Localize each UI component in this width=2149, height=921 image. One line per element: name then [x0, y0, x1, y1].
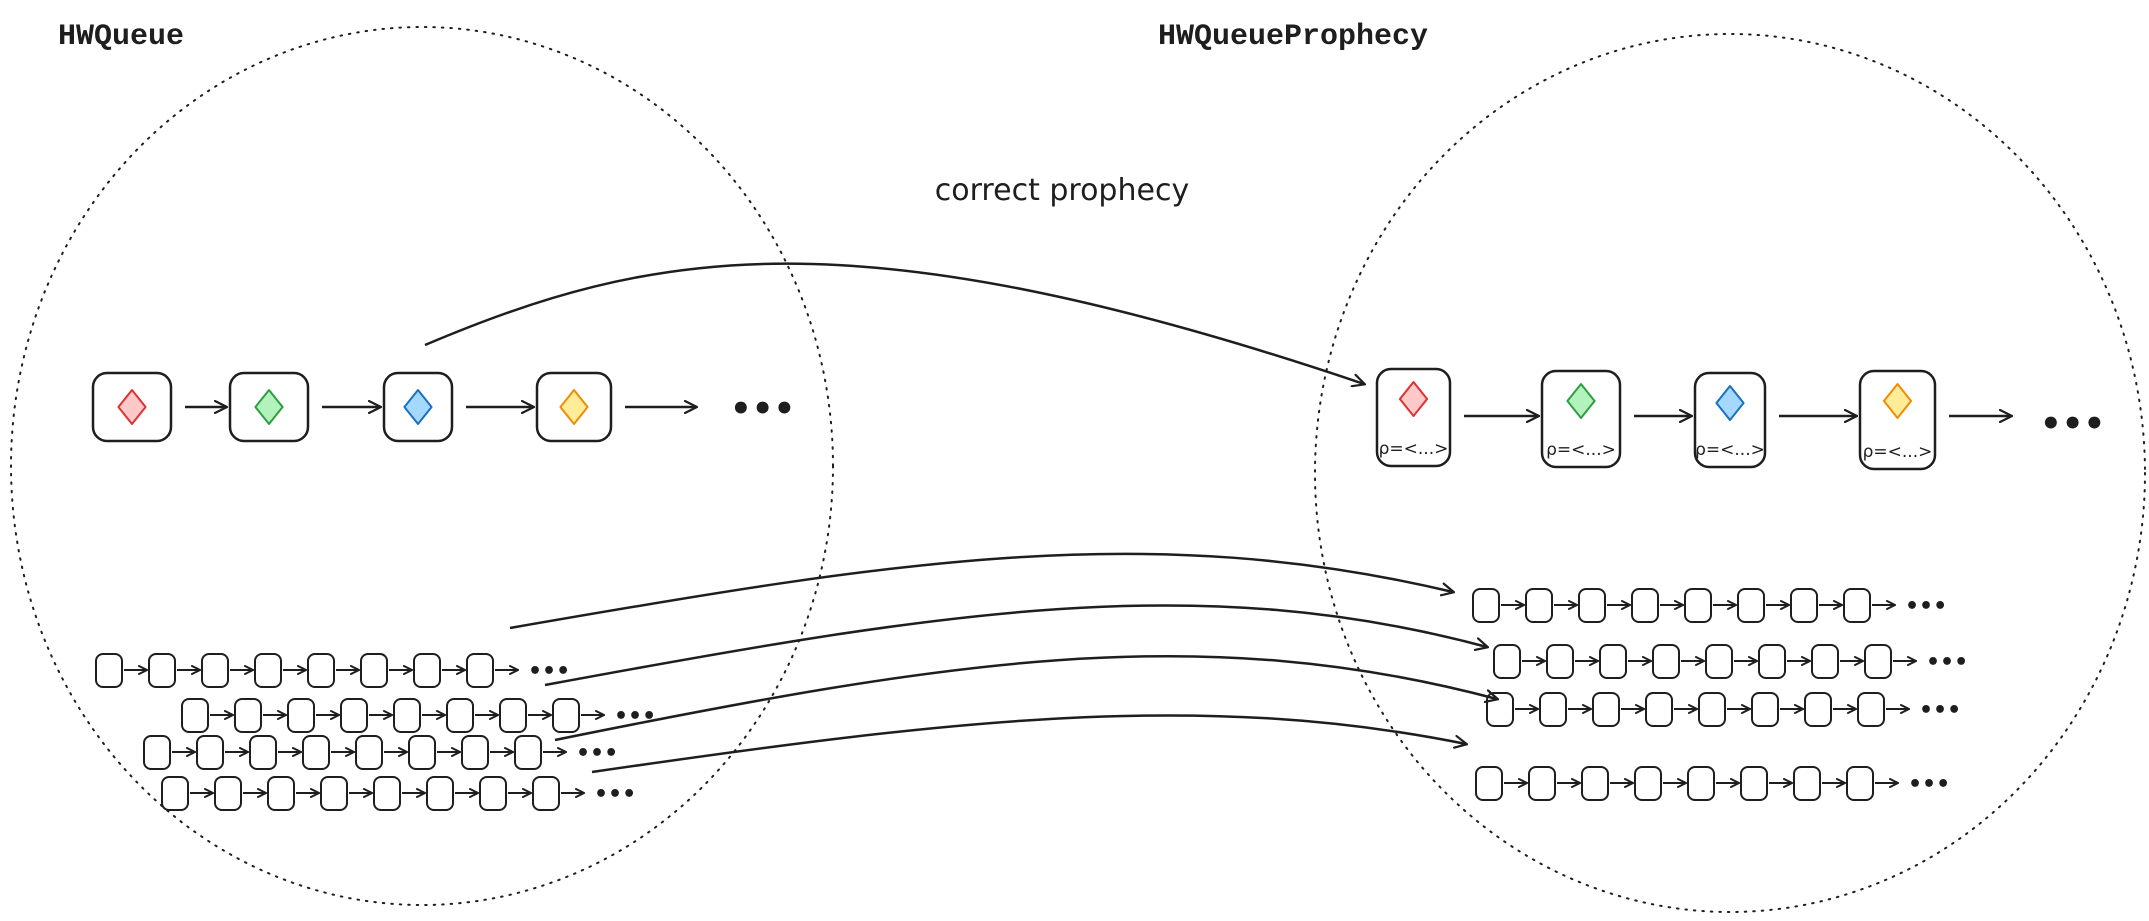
hwqueue-chain-node: [143, 735, 171, 770]
prophecy-chain-node: [1581, 766, 1609, 801]
prophecy-chain-node: [1475, 766, 1503, 801]
prophecy-chain-node: [1493, 644, 1521, 679]
ellipsis-icon: •••: [730, 389, 795, 429]
hwqueue-chain-node: [234, 698, 262, 733]
prophecy-chain-node: [1539, 692, 1567, 727]
diamond-yellow-icon: [1882, 383, 1913, 419]
diamond-red-icon: [1398, 381, 1429, 417]
ellipsis-icon: •••: [594, 782, 636, 807]
diamond-green-icon: [1566, 383, 1596, 419]
hwqueue-chain-node: [499, 698, 527, 733]
prophecy-chain-node: [1634, 766, 1662, 801]
ellipsis-icon: •••: [1919, 698, 1961, 723]
hwqueue-chain-node: [181, 698, 209, 733]
hwqueue-chain-node: [320, 776, 348, 811]
prophecy-chain-node: [1599, 644, 1627, 679]
hwqueue-chain-node: [426, 776, 454, 811]
hwqueue-chain-node: [466, 653, 494, 688]
diamond-yellow-icon: [559, 389, 589, 425]
prophecy-chain-node: [1652, 644, 1680, 679]
hwqueue-chain-node: [302, 735, 330, 770]
diamond-blue-icon: [403, 389, 433, 425]
prophecy-label: ρ=<...>: [1863, 442, 1933, 462]
prophecy-chain-node: [1740, 766, 1768, 801]
prophecy-chain-node: [1793, 766, 1821, 801]
diamond-green-icon: [254, 389, 284, 425]
hwqueue-chain-node: [360, 653, 388, 688]
prophecy-chain-node: [1546, 644, 1574, 679]
hwqueue-chain-node: [479, 776, 507, 811]
hwqueue-chain-node: [340, 698, 368, 733]
prophecy-chain-node: [1687, 766, 1715, 801]
hwqueue-chain-node: [161, 776, 189, 811]
correct-prophecy-label: correct prophecy: [935, 173, 1189, 208]
prophecy-chain-node: [1758, 644, 1786, 679]
hwqueueprophecy-title: HWQueueProphecy: [1158, 20, 1428, 54]
prophecy-chain-node: [1751, 692, 1779, 727]
prophecy-chain-node: [1578, 588, 1606, 623]
hwqueue-chain-node: [532, 776, 560, 811]
chain-mapping-arrow: [509, 552, 1453, 630]
chain-mapping-arrow: [554, 654, 1497, 742]
prophecy-chain-node: [1804, 692, 1832, 727]
prophecy-chain-node: [1472, 588, 1500, 623]
hwqueue-chain-node: [287, 698, 315, 733]
hwqueue-set-boundary: [10, 26, 834, 906]
hwqueueprophecy-set-boundary: [1314, 33, 2146, 913]
hwqueue-chain-node: [393, 698, 421, 733]
prophecy-chain-node: [1846, 766, 1874, 801]
hwqueue-chain-node: [461, 735, 489, 770]
prophecy-label: ρ=<...>: [1546, 440, 1616, 460]
hwqueue-chain-node: [148, 653, 176, 688]
prophecy-chain-node: [1645, 692, 1673, 727]
prophecy-chain-node: [1684, 588, 1712, 623]
hwqueue-chain-node: [413, 653, 441, 688]
prophecy-chain-node: [1592, 692, 1620, 727]
hwqueue-chain-node: [355, 735, 383, 770]
prophecy-chain-node: [1864, 644, 1892, 679]
prophecy-node: [1858, 369, 1937, 471]
hwqueue-chain-node: [249, 735, 277, 770]
ellipsis-icon: •••: [1905, 594, 1947, 619]
chain-mapping-arrow: [591, 714, 1466, 774]
diamond-blue-icon: [1715, 385, 1745, 421]
hwqueue-chain-node: [552, 698, 580, 733]
correct-prophecy-arrow: [424, 262, 1364, 384]
ellipsis-icon: •••: [528, 659, 570, 684]
hwqueue-chain-node: [307, 653, 335, 688]
ellipsis-icon: •••: [1908, 772, 1950, 797]
hwqueue-chain-node: [514, 735, 542, 770]
hwqueue-chain-node: [196, 735, 224, 770]
prophecy-chain-node: [1705, 644, 1733, 679]
hwqueue-chain-node: [201, 653, 229, 688]
prophecy-chain-node: [1525, 588, 1553, 623]
prophecy-chain-node: [1843, 588, 1871, 623]
prophecy-chain-node: [1698, 692, 1726, 727]
prophecy-chain-node: [1631, 588, 1659, 623]
prophecy-label: ρ=<...>: [1379, 439, 1449, 459]
chain-mapping-arrow: [544, 604, 1487, 687]
hwqueue-chain-node: [95, 653, 123, 688]
hwqueue-chain-node: [267, 776, 295, 811]
hwqueue-chain-node: [254, 653, 282, 688]
hwqueue-chain-node: [214, 776, 242, 811]
hwqueue-chain-node: [373, 776, 401, 811]
diamond-red-icon: [117, 389, 147, 425]
prophecy-chain-node: [1790, 588, 1818, 623]
hwqueue-chain-node: [446, 698, 474, 733]
prophecy-chain-node: [1811, 644, 1839, 679]
prophecy-node: [1375, 367, 1452, 468]
ellipsis-icon: •••: [2040, 404, 2105, 444]
hwqueue-chain-node: [408, 735, 436, 770]
prophecy-chain-node: [1528, 766, 1556, 801]
prophecy-chain-node: [1857, 692, 1885, 727]
hwqueue-title: HWQueue: [58, 20, 184, 54]
ellipsis-icon: •••: [576, 741, 618, 766]
prophecy-node: [1540, 369, 1622, 469]
prophecy-label: ρ=<...>: [1695, 440, 1765, 460]
ellipsis-icon: •••: [1926, 650, 1968, 675]
prophecy-chain-node: [1737, 588, 1765, 623]
